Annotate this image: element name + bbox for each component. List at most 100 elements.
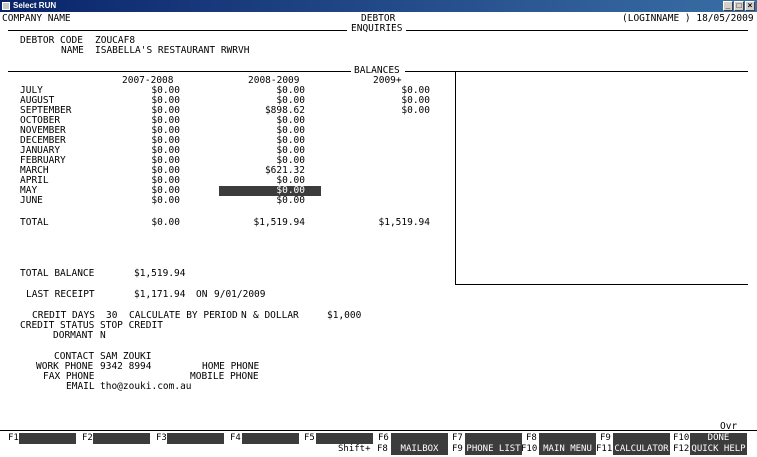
mailbox-button[interactable]: MAILBOX xyxy=(391,444,448,455)
fkey-separator xyxy=(0,430,757,431)
divider xyxy=(406,30,748,31)
month-label: FEBRUARY xyxy=(20,155,66,166)
fkey-f9: F9 xyxy=(452,444,463,454)
balance-cell: $0.00 xyxy=(151,95,180,106)
balance-cell: $0.00 xyxy=(151,135,180,146)
debtor-name-field[interactable]: ISABELLA'S RESTAURANT RWRVH xyxy=(95,45,250,56)
selected-cell-highlight[interactable] xyxy=(219,186,321,196)
balance-cell: $0.00 xyxy=(151,195,180,206)
done-button[interactable]: DONE xyxy=(690,433,747,444)
balance-cell: $0.00 xyxy=(151,165,180,176)
terminal-screen[interactable]: COMPANY NAME DEBTOR (LOGINNAME ) 18/05/2… xyxy=(0,12,757,457)
fkey-f11: F11 xyxy=(596,444,613,454)
debtor-name-label: NAME xyxy=(61,45,84,56)
month-label: MAY xyxy=(20,185,38,196)
user-date: (LOGINNAME ) 18/05/2009 xyxy=(622,13,754,24)
total-balance-label: TOTAL BALANCE xyxy=(20,268,95,279)
month-label: DECEMBER xyxy=(20,135,66,146)
phone-list-button[interactable]: PHONE LIST xyxy=(465,444,522,455)
balance-cell: $0.00 xyxy=(401,95,430,106)
f7-button[interactable] xyxy=(465,433,522,444)
balance-cell: $0.00 xyxy=(276,175,305,186)
balance-cell: $0.00 xyxy=(401,85,430,96)
window-title-bar[interactable]: Select RUN _ □ × xyxy=(0,0,757,12)
balance-cell: $0.00 xyxy=(151,155,180,166)
fkey-f10: F10 xyxy=(673,433,690,443)
balance-cell: $0.00 xyxy=(276,85,305,96)
fkey-f1: F1 xyxy=(8,433,19,443)
total-balance-value: $1,519.94 xyxy=(134,268,186,279)
balance-cell: $0.00 xyxy=(276,135,305,146)
fkey-f5: F5 xyxy=(304,433,315,443)
balance-cell: $0.00 xyxy=(276,125,305,136)
panel-border xyxy=(455,284,748,285)
calculator-button[interactable]: CALCULATOR xyxy=(613,444,670,455)
mobile-phone-label: MOBILE PHONE xyxy=(190,371,259,382)
contact-label: CONTACT xyxy=(54,351,95,362)
app-icon xyxy=(2,2,10,10)
month-label: MARCH xyxy=(20,165,49,176)
company-name: COMPANY NAME xyxy=(2,13,71,24)
shift-label: Shift+ xyxy=(338,444,371,454)
panel-border xyxy=(455,71,456,285)
balance-cell: $0.00 xyxy=(151,175,180,186)
month-label: JANUARY xyxy=(20,145,61,156)
dormant-field[interactable]: N xyxy=(100,330,106,341)
work-phone-field[interactable]: 9342 8994 xyxy=(100,361,152,372)
close-icon[interactable]: × xyxy=(745,1,755,11)
email-field[interactable]: tho@zouki.com.au xyxy=(100,381,192,392)
balance-cell: $0.00 xyxy=(276,195,305,206)
total-cell: $0.00 xyxy=(151,217,180,228)
balance-cell: $0.00 xyxy=(151,185,180,196)
dollar-field[interactable]: $1,000 xyxy=(327,310,362,321)
month-label: JULY xyxy=(20,85,43,96)
f1-button[interactable] xyxy=(19,433,76,444)
credit-days-field[interactable]: 30 xyxy=(106,310,118,321)
fkey-f12: F12 xyxy=(673,444,690,454)
balance-cell: $898.62 xyxy=(264,105,305,116)
calc-by-period-label: CALCULATE BY PERIOD xyxy=(129,310,238,321)
calc-by-period-field[interactable]: N xyxy=(241,310,247,321)
balance-cell: $0.00 xyxy=(151,85,180,96)
on-label: ON xyxy=(196,289,208,300)
f3-button[interactable] xyxy=(167,433,224,444)
total-cell: $1,519.94 xyxy=(253,217,305,228)
f6-button[interactable] xyxy=(391,433,448,444)
work-phone-label: WORK PHONE xyxy=(36,361,94,372)
credit-status-label: CREDIT STATUS xyxy=(20,320,95,331)
month-label: JUNE xyxy=(20,195,43,206)
balance-cell-selected[interactable]: $0.00 xyxy=(276,185,305,196)
minimize-icon[interactable]: _ xyxy=(723,1,733,11)
home-phone-label: HOME PHONE xyxy=(202,361,260,372)
maximize-icon[interactable]: □ xyxy=(734,1,744,11)
f4-button[interactable] xyxy=(242,433,299,444)
quick-help-button[interactable]: QUICK HELP xyxy=(690,444,747,455)
last-receipt-label: LAST RECEIPT xyxy=(26,289,95,300)
fkey-f8: F8 xyxy=(377,444,388,454)
balance-cell: $0.00 xyxy=(276,115,305,126)
year-header: 2009+ xyxy=(373,75,402,86)
f9-button[interactable] xyxy=(613,433,670,444)
balance-cell: $0.00 xyxy=(151,145,180,156)
email-label: EMAIL xyxy=(66,381,95,392)
f2-button[interactable] xyxy=(93,433,150,444)
balance-cell: $0.00 xyxy=(276,155,305,166)
f5-button[interactable] xyxy=(316,433,373,444)
last-receipt-amount: $1,171.94 xyxy=(134,289,186,300)
fkey-f9: F9 xyxy=(600,433,611,443)
fkey-f7: F7 xyxy=(452,433,463,443)
f8-button[interactable] xyxy=(539,433,596,444)
credit-status-field[interactable]: STOP CREDIT xyxy=(100,320,163,331)
total-label: TOTAL xyxy=(20,217,49,228)
balance-cell: $0.00 xyxy=(276,145,305,156)
month-label: AUGUST xyxy=(20,95,55,106)
month-label: OCTOBER xyxy=(20,115,61,126)
total-cell: $1,519.94 xyxy=(378,217,430,228)
credit-days-label: CREDIT DAYS xyxy=(32,310,95,321)
fax-phone-label: FAX PHONE xyxy=(43,371,95,382)
main-menu-button[interactable]: MAIN MENU xyxy=(539,444,596,455)
contact-field[interactable]: SAM ZOUKI xyxy=(100,351,152,362)
debtor-code-field[interactable]: ZOUCAF8 xyxy=(95,35,136,46)
month-label: APRIL xyxy=(20,175,49,186)
fkey-f2: F2 xyxy=(82,433,93,443)
